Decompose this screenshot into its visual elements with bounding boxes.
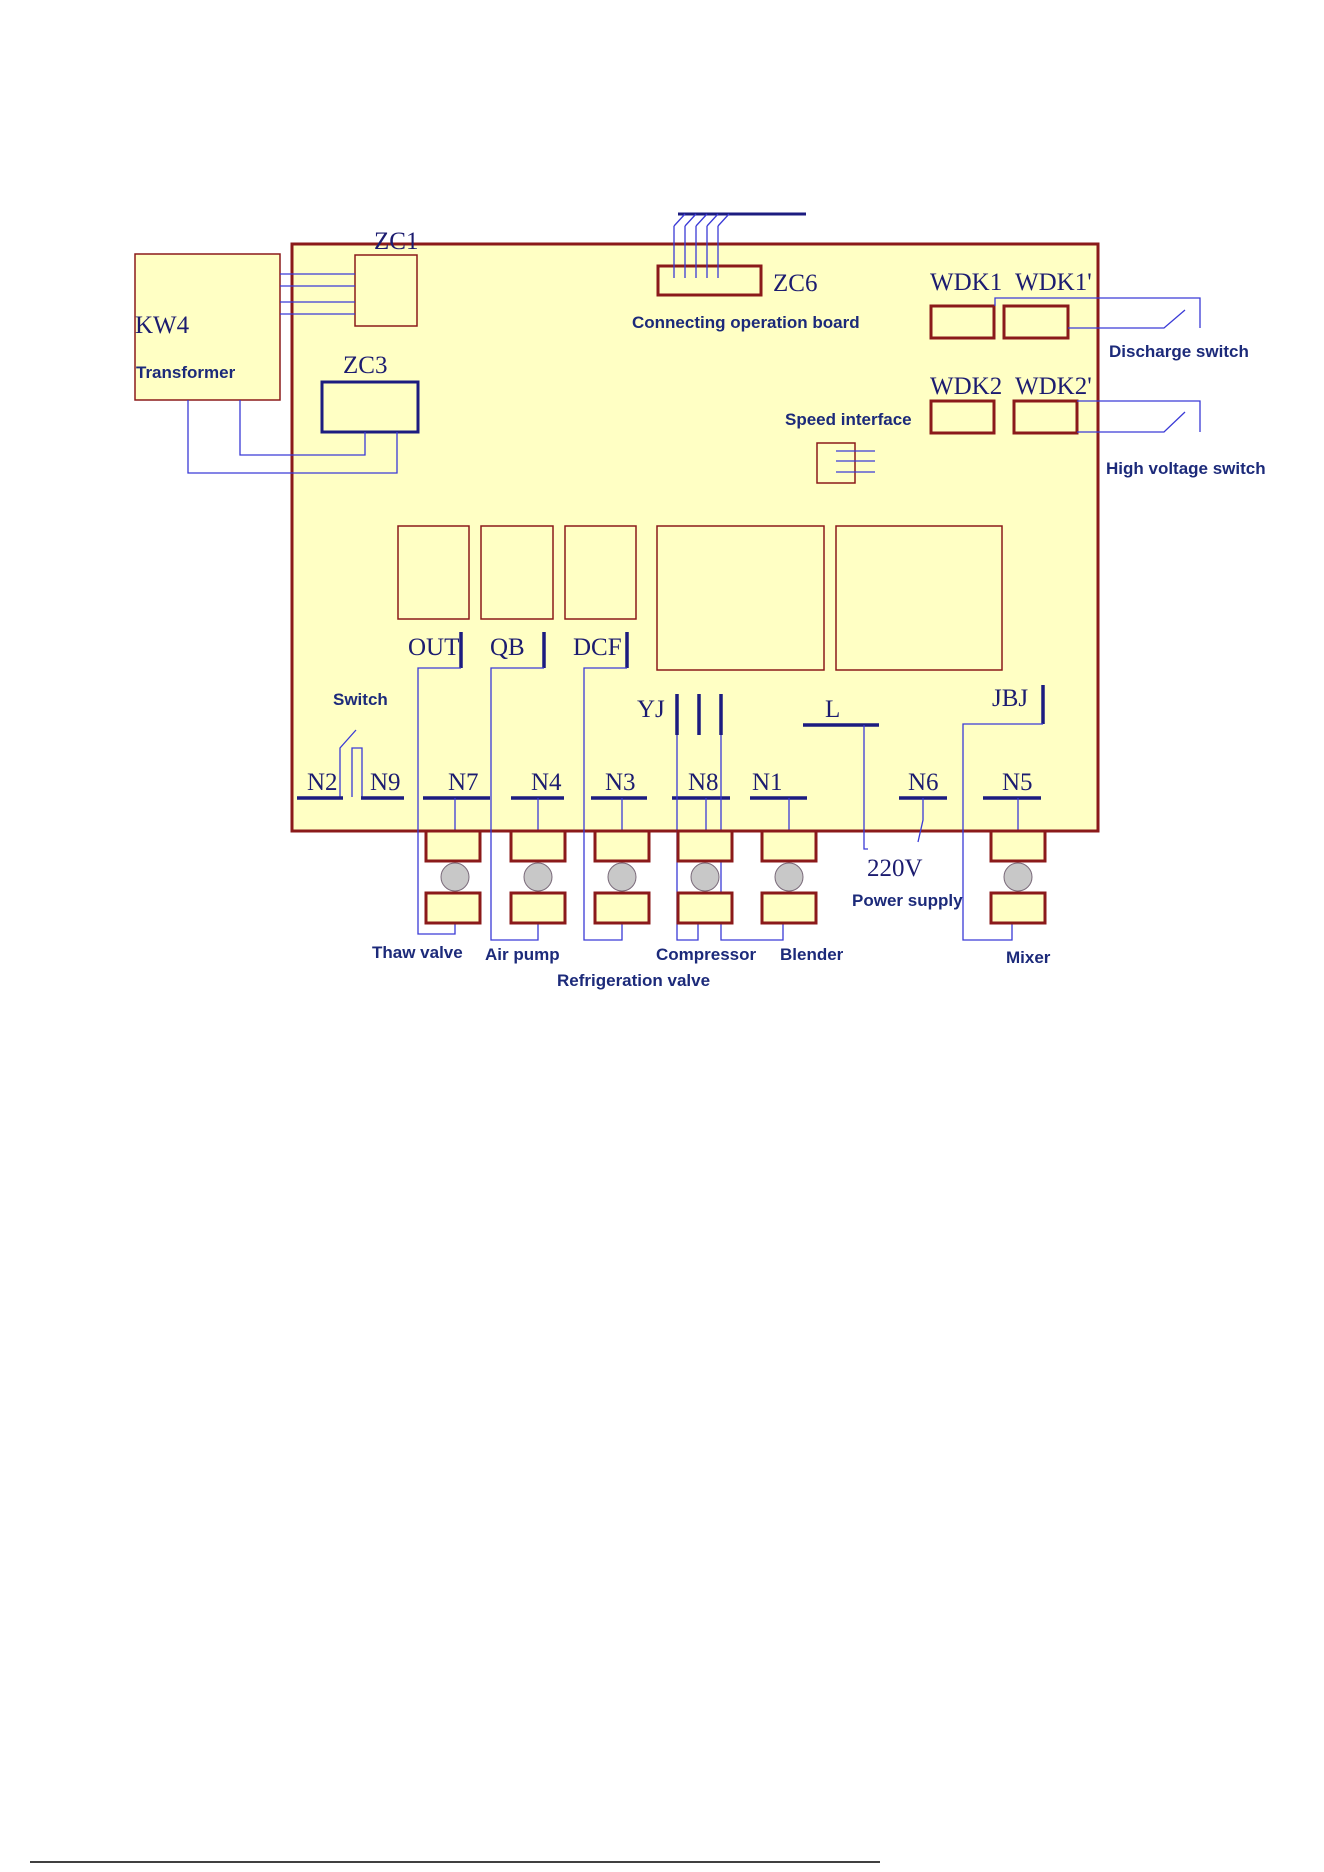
discharge-switch-label: Discharge switch bbox=[1109, 342, 1249, 361]
qb-label: QB bbox=[490, 634, 525, 661]
wdk2-label: WDK2 bbox=[930, 373, 1002, 400]
relay-qb bbox=[481, 526, 553, 619]
thaw-valve-label: Thaw valve bbox=[372, 943, 463, 962]
switch-label: Switch bbox=[333, 690, 388, 709]
compressor-label: Compressor bbox=[656, 945, 757, 964]
wdk2-terminal bbox=[931, 401, 994, 433]
n2-label: N2 bbox=[307, 769, 338, 796]
wdk2p-terminal bbox=[1014, 401, 1077, 433]
n7-label: N7 bbox=[448, 769, 479, 796]
n3-label: N3 bbox=[605, 769, 636, 796]
refrigeration-valve-label: Refrigeration valve bbox=[557, 971, 710, 990]
mixer-label: Mixer bbox=[1006, 948, 1051, 967]
contactor-right bbox=[836, 526, 1002, 670]
air-pump-load bbox=[511, 831, 565, 923]
wdk2p-label: WDK2' bbox=[1015, 373, 1092, 400]
kw4-label: KW4 bbox=[135, 312, 190, 339]
n8-label: N8 bbox=[688, 769, 719, 796]
zc3-connector bbox=[322, 382, 418, 432]
blender-label: Blender bbox=[780, 945, 844, 964]
wdk1-terminal bbox=[931, 306, 994, 338]
zc1-label: ZC1 bbox=[374, 228, 418, 255]
relay-out bbox=[398, 526, 469, 619]
wdk1p-label: WDK1' bbox=[1015, 269, 1092, 296]
relay-dcf bbox=[565, 526, 636, 619]
connecting-operation-board-label: Connecting operation board bbox=[632, 313, 860, 332]
compressor-load bbox=[678, 831, 732, 923]
n1-label: N1 bbox=[752, 769, 783, 796]
high-voltage-switch-label: High voltage switch bbox=[1106, 459, 1266, 478]
out-label: OUT bbox=[408, 634, 459, 661]
blender-load bbox=[762, 831, 816, 923]
thaw-valve-load bbox=[426, 831, 480, 923]
n4-label: N4 bbox=[531, 769, 562, 796]
yj-label: YJ bbox=[637, 696, 665, 723]
wdk1-label: WDK1 bbox=[930, 269, 1002, 296]
mixer-load bbox=[991, 831, 1045, 923]
n6-label: N6 bbox=[908, 769, 939, 796]
l-label: L bbox=[825, 696, 840, 723]
transformer-label: Transformer bbox=[136, 363, 236, 382]
220v-label: 220V bbox=[867, 855, 923, 882]
speed-interface-label: Speed interface bbox=[785, 410, 912, 429]
dcf-label: DCF bbox=[573, 634, 622, 661]
n5-label: N5 bbox=[1002, 769, 1033, 796]
jbj-label: JBJ bbox=[992, 685, 1028, 712]
zc1-connector bbox=[355, 255, 417, 326]
wdk1p-terminal bbox=[1004, 306, 1068, 338]
power-supply-label: Power supply bbox=[852, 891, 963, 910]
speed-interface-connector bbox=[817, 443, 855, 483]
zc6-label: ZC6 bbox=[773, 270, 817, 297]
zc3-label: ZC3 bbox=[343, 352, 387, 379]
air-pump-label: Air pump bbox=[485, 945, 560, 964]
n9-label: N9 bbox=[370, 769, 401, 796]
contactor-left bbox=[657, 526, 824, 670]
refrigeration-valve-load bbox=[595, 831, 649, 923]
